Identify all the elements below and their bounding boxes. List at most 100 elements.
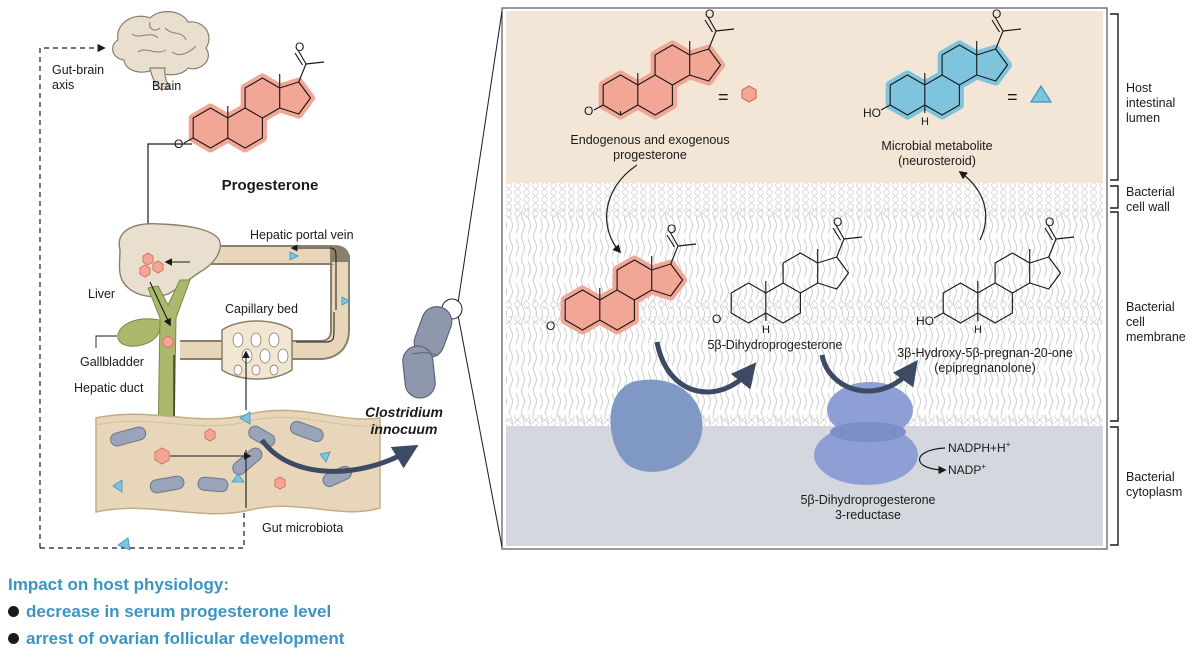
gut-progesterone-markers [154,428,286,490]
intake-arrow [143,143,192,246]
label-wall-1: Bacterial [1126,185,1175,199]
panel-border [501,7,1108,550]
atom-ho: HO [916,314,934,328]
capillary-bed-label: Capillary bed [225,302,298,316]
zoom-connector [441,10,503,548]
atom-o: O [992,7,1001,21]
clostridium-label-1: Clostridium [365,404,443,420]
dihydroprogesterone-label: 5β-Dihydroprogesterone [707,338,842,352]
label-membrane-1: Bacterial [1126,300,1175,314]
equals-sign: = [1007,87,1018,107]
metabolite-marker [341,296,351,306]
endogenous-label-1: Endogenous and exogenous [570,133,729,147]
hepatic-duct-icon [117,279,191,441]
gallbladder-icon [117,318,161,347]
atom-o: O [546,319,555,333]
reaction-arrow-2 [819,354,918,394]
gut-brain-axis-line [39,43,106,548]
compartment-labels: Host intestinal lumen Bacterial cell wal… [1126,81,1186,499]
metabolite-structure: HO H O [863,7,1022,128]
cofactor-arrow [918,447,947,475]
atom-o: O [705,7,714,21]
hepatic-duct-label: Hepatic duct [74,381,144,395]
gut-metabolite-markers [112,411,331,551]
metabolite-label-2: (neurosteroid) [898,154,976,168]
left-panel: Gut-brain axis Brain O O Progesterone [39,11,453,551]
atom-o: O [667,222,676,236]
gut-microbiota [110,420,352,494]
atom-o: O [584,104,593,118]
cytoplasm-region [506,426,1103,546]
atom-o: O [712,312,721,326]
gallbladder-leader [95,335,117,348]
atom-o: O [1045,215,1054,229]
metabolite-marker [289,251,299,261]
label-membrane-3: membrane [1126,330,1186,344]
enzyme-reductase-a [610,379,703,472]
hexagon-symbol [741,85,757,103]
epipregnanolone-label-2: (epipregnanolone) [934,361,1035,375]
epipregnanolone-label-1: 3β-Hydroxy-5β-pregnan-20-one [897,346,1073,360]
atom-h: H [974,324,982,336]
gut-brain-label-2: axis [52,78,74,92]
epipregnanolone-structure: HO H O [916,215,1075,336]
right-panel: Host intestinal lumen Bacterial cell wal… [501,7,1186,550]
label-wall-2: cell wall [1126,200,1170,214]
gut-microbiota-label: Gut microbiota [262,521,343,535]
uptake-arrow [606,164,638,254]
label-lumen-2: intestinal [1126,96,1175,110]
cell-wall-region [506,183,1103,209]
progesterone-title: Progesterone [222,177,319,194]
impact-title: Impact on host physiology: [8,575,230,594]
clostridium-label-2: innocuum [371,421,438,437]
dihydroprogesterone-structure: O H O [712,215,863,336]
atom-o: O [295,40,304,54]
label-lumen-3: lumen [1126,111,1160,125]
equals-sign: = [718,87,729,107]
portal-vein-label: Hepatic portal vein [250,228,354,242]
label-cyto-2: cytoplasm [1126,485,1182,499]
liver-icon [118,223,221,298]
triangle-symbol [1029,84,1053,103]
liver-progesterone-markers [139,252,164,278]
label-cyto-1: Bacterial [1126,470,1175,484]
nadph-label: NADPH+H+ [948,440,1011,455]
liver-to-duct-arrow [149,281,171,327]
membrane-heads [506,209,1103,424]
label-membrane-2: cell [1126,315,1145,329]
compartment-brackets [1110,13,1119,546]
brain-label: Brain [152,79,181,93]
export-arrow [958,171,987,241]
bullet-icon [8,606,19,618]
clostridium-icon [402,306,453,399]
enzyme-label-1: 5β-Dihydroprogesterone [800,493,935,507]
progesterone-lumen-structure: O O [584,7,735,118]
impact-item-ovarian: arrest of ovarian follicular development [8,629,344,649]
progesterone-membrane-structure: O O [546,222,697,333]
endogenous-label-2: progesterone [613,148,687,162]
atom-h: H [762,324,770,336]
portal-vein-return [296,312,335,343]
enzyme-reductase-b [814,382,918,485]
reaction-arrow-1 [654,341,757,395]
impact-item-serum: decrease in serum progesterone level [8,602,331,622]
enzyme-label-2: 3-reductase [835,508,901,522]
atom-ho: HO [863,106,881,120]
metabolite-label-1: Microbial metabolite [881,139,992,153]
zoom-arrow [259,438,419,474]
gut-brain-axis-bottom [40,508,245,549]
atom-o: O [833,215,842,229]
gut-brain-label-1: Gut-brain [52,63,104,77]
bullet-icon [8,633,19,645]
brain-icon [112,11,210,91]
gallbladder-label: Gallbladder [80,355,144,369]
duct-progesterone-marker [162,335,174,349]
label-lumen-1: Host [1126,81,1152,95]
atom-h: H [921,116,929,128]
capillary-bed-icon [221,320,293,380]
nadp-label: NADP+ [948,462,986,477]
portal-vein-arrow [290,244,337,310]
liver-label: Liver [88,287,115,301]
